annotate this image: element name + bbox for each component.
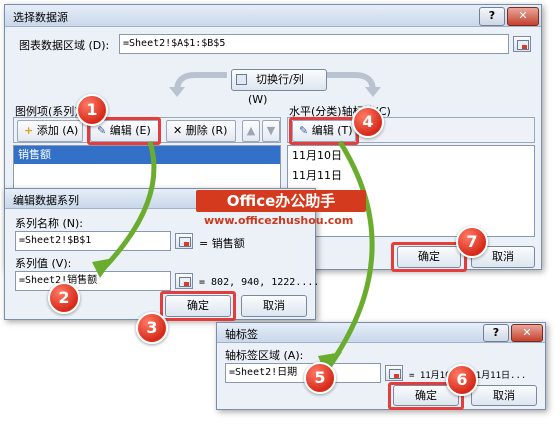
watermark-brand: Office办公助手 — [226, 192, 336, 210]
series-ok-highlight — [160, 291, 236, 321]
step-badge-1: 1 — [76, 94, 108, 126]
legend-entries-label: 图例项(系列) — [15, 105, 79, 118]
step-badge-4: 4 — [352, 106, 384, 138]
edit-axis-button-label: 编辑 (T) — [311, 124, 353, 137]
main-ok-button[interactable]: 确定 — [397, 246, 461, 268]
delete-series-button[interactable]: ✕ 删除 (R) — [166, 120, 236, 142]
switch-row-column-button[interactable]: 切换行/列 (W) — [231, 69, 327, 106]
axis-close-button[interactable]: ✕ — [511, 324, 543, 342]
help-button[interactable]: ? — [479, 7, 505, 26]
axis-range-input[interactable]: =Sheet2!日期 — [225, 363, 381, 383]
step-badge-5: 5 — [304, 362, 336, 394]
edit-series-title: 编辑数据系列 — [13, 194, 79, 207]
axis-range-label: 轴标签区域 (A): — [225, 349, 304, 362]
axis-toolbar: ✎ 编辑 (T) — [287, 117, 535, 143]
edit-axis-button[interactable]: ✎ 编辑 (T) — [292, 120, 356, 142]
step-badge-2: 2 — [48, 282, 80, 314]
step-badge-7: 7 — [456, 226, 488, 258]
edit-icon: ✎ — [97, 124, 107, 137]
edit-series-button[interactable]: ✎ 编辑 (E) — [90, 120, 160, 142]
switch-arrows-icon — [169, 72, 381, 97]
series-cancel-button[interactable]: 取消 — [241, 295, 307, 317]
legend-toolbar: + 添加 (A) ✎ 编辑 (E) ✕ 删除 (R) ▲ ▼ — [13, 117, 281, 143]
series-values-preview: = 802, 940, 1222.... — [199, 277, 320, 288]
switch-icon — [236, 74, 247, 85]
title-bar: 选择数据源 ? ✕ — [5, 5, 541, 27]
chart-range-input[interactable]: =Sheet2!$A$1:$B$5 — [119, 34, 509, 54]
axis-help-button[interactable]: ? — [483, 324, 509, 342]
move-up-button[interactable]: ▲ — [242, 120, 260, 142]
add-icon: + — [24, 124, 34, 137]
range-picker-icon[interactable] — [513, 36, 531, 52]
axis-list-item[interactable]: 11月11日 — [292, 169, 342, 182]
close-button[interactable]: ✕ — [507, 7, 539, 26]
delete-button-label: 删除 (R) — [185, 124, 228, 137]
axis-ok-highlight — [388, 382, 464, 410]
edit-button-highlight — [87, 117, 161, 145]
series-list[interactable]: 销售额 — [13, 145, 281, 195]
move-down-button[interactable]: ▼ — [262, 120, 280, 142]
delete-icon: ✕ — [173, 124, 183, 137]
axis-dialog-title: 轴标签 — [225, 328, 258, 341]
series-list-item[interactable]: 销售额 — [14, 146, 280, 164]
step-badge-3: 3 — [136, 312, 168, 344]
dialog-title: 选择数据源 — [13, 11, 68, 24]
series-values-picker-icon[interactable] — [175, 273, 193, 289]
series-name-preview: = 销售额 — [199, 237, 245, 250]
chart-range-label: 图表数据区域 (D): — [19, 39, 110, 52]
axis-label-dialog: 轴标签 ? ✕ 轴标签区域 (A): =Sheet2!日期 = 11月10日, … — [216, 322, 546, 410]
series-ok-button[interactable]: 确定 — [165, 295, 231, 317]
add-series-button[interactable]: + 添加 (A) — [17, 120, 83, 142]
axis-range-picker-icon[interactable] — [385, 365, 403, 381]
select-data-source-dialog: 选择数据源 ? ✕ 图表数据区域 (D): =Sheet2!$A$1:$B$5 … — [4, 4, 542, 272]
watermark-logo: Office办公助手 — [196, 190, 366, 212]
edit-axis-icon: ✎ — [299, 124, 309, 137]
axis-title-bar: 轴标签 ? ✕ — [217, 323, 545, 343]
watermark-url: www.officezhushou.com — [204, 214, 354, 227]
series-name-label: 系列名称 (N): — [15, 217, 84, 230]
series-values-label: 系列值 (V): — [15, 257, 72, 270]
main-cancel-button[interactable]: 取消 — [471, 246, 535, 268]
axis-cancel-button[interactable]: 取消 — [471, 385, 537, 406]
step-badge-6: 6 — [446, 364, 478, 396]
axis-ok-button[interactable]: 确定 — [393, 385, 459, 406]
edit-button-label: 编辑 (E) — [109, 124, 151, 137]
axis-list-item[interactable]: 11月10日 — [292, 149, 342, 162]
series-name-picker-icon[interactable] — [175, 233, 193, 249]
switch-button-label: 切换行/列 (W) — [248, 73, 304, 106]
add-button-label: 添加 (A) — [36, 124, 79, 137]
